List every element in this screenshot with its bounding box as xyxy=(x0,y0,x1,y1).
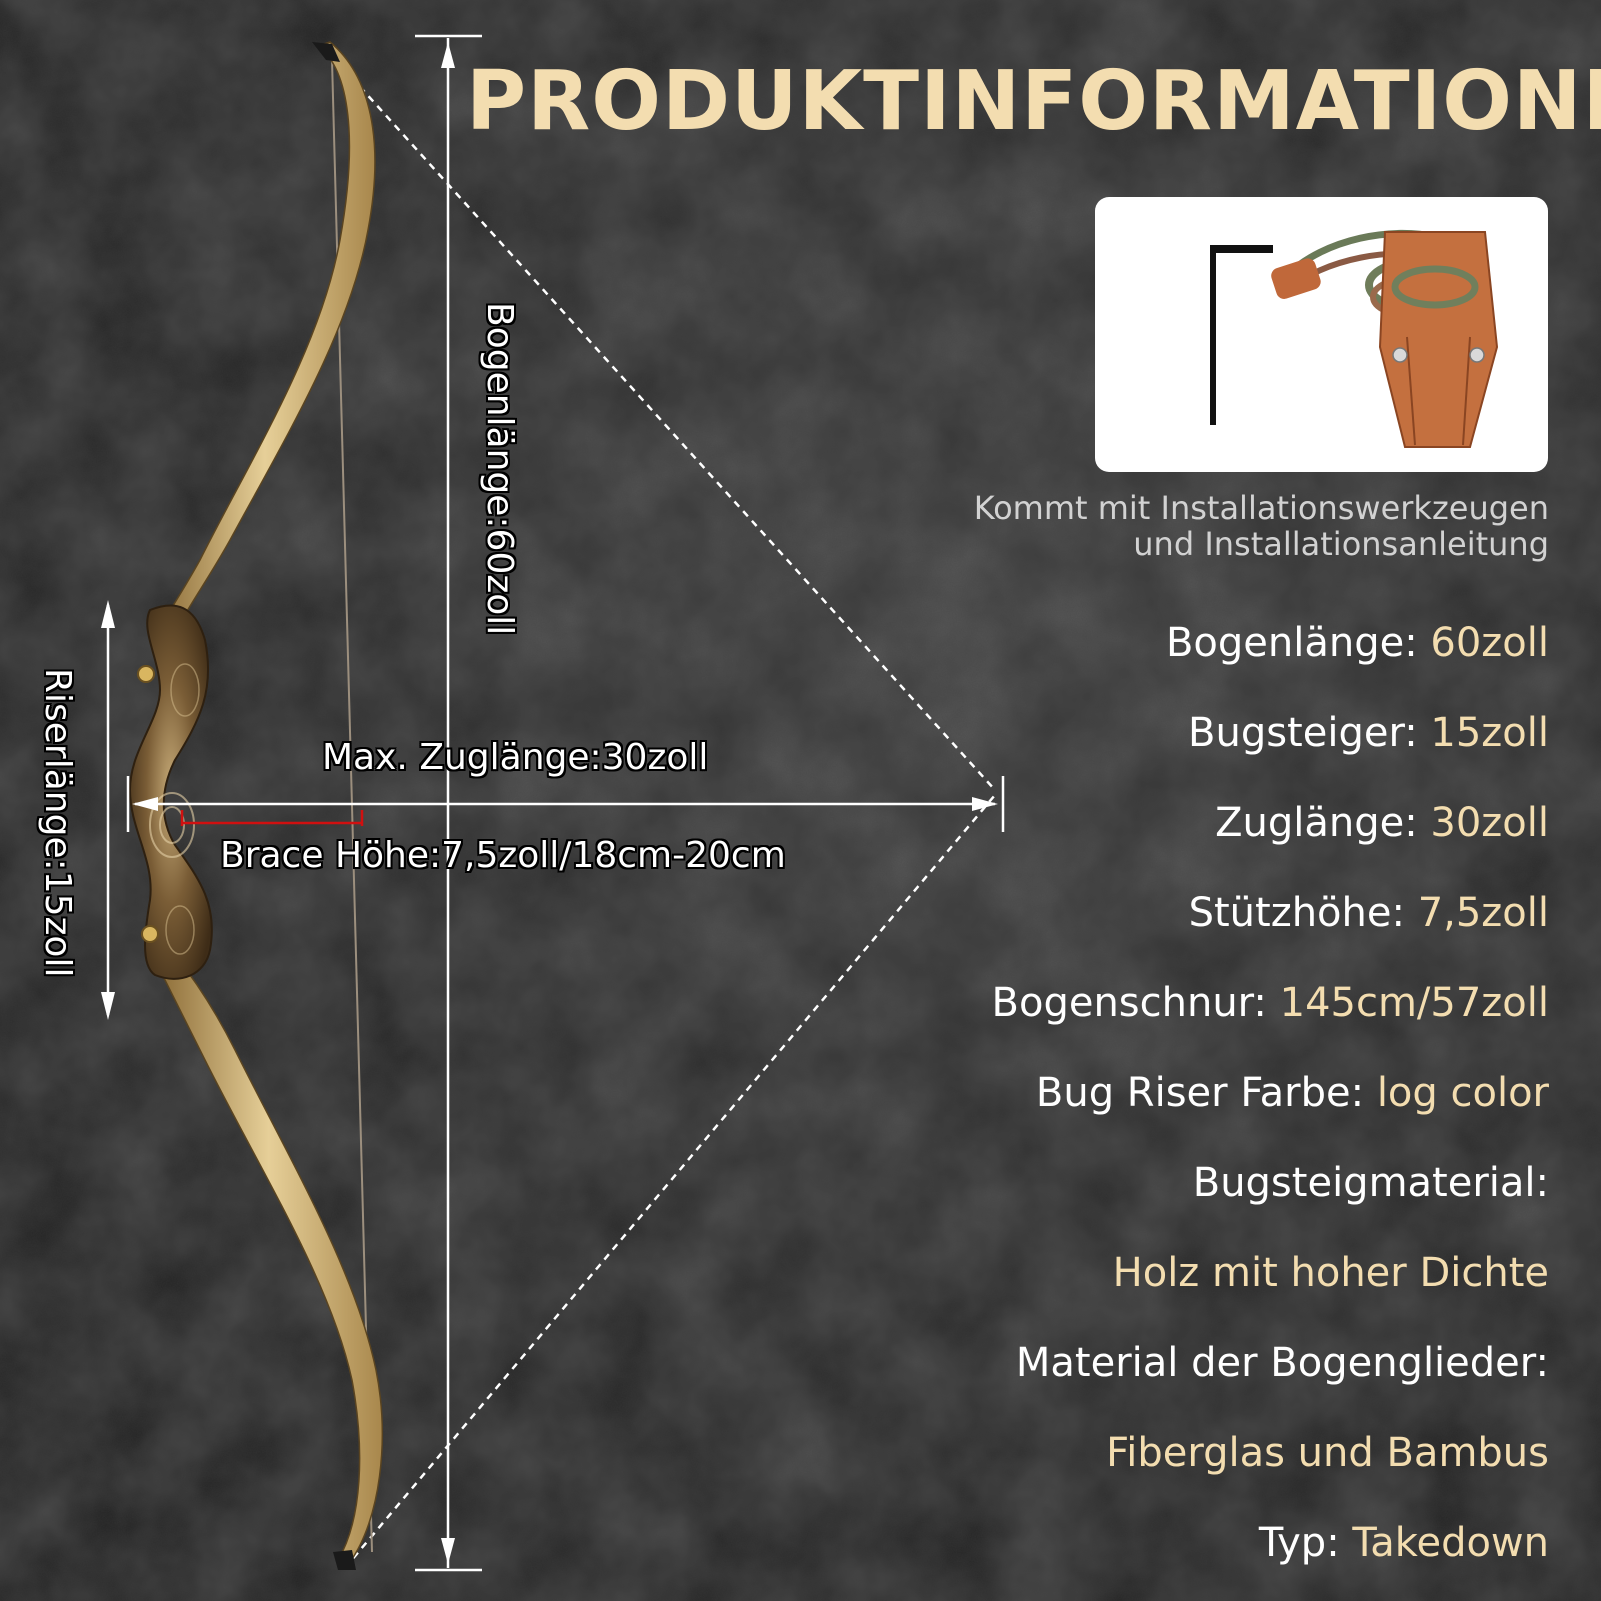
accessory-caption-line2: und Installationsanleitung xyxy=(1133,525,1549,563)
accessory-caption: Kommt mit Installationswerkzeugen und In… xyxy=(849,490,1549,562)
spec-riser-material-label: Bugsteigmaterial: xyxy=(1192,1160,1549,1206)
spec-limb-material-label: Material der Bogenglieder: xyxy=(1015,1340,1549,1386)
spec-value: 145cm/57zoll xyxy=(1279,980,1549,1026)
spec-row-riser-color: Bug Riser Farbe: log color xyxy=(749,1070,1549,1116)
spec-label: Bogenschnur: xyxy=(991,980,1280,1026)
spec-value: 7,5zoll xyxy=(1417,890,1549,936)
spec-row-bow-length: Bogenlänge: 60zoll xyxy=(749,620,1549,666)
lower-limb-tip xyxy=(333,1550,356,1570)
spec-row-riser: Bugsteiger: 15zoll xyxy=(749,710,1549,756)
page-title: PRODUKTINFORMATIONEN xyxy=(466,54,1601,149)
spec-value: log color xyxy=(1376,1070,1549,1116)
allen-wrench-icon xyxy=(1210,245,1273,425)
brace-height-label: Brace Höhe:7,5zoll/18cm-20cm xyxy=(220,835,786,876)
spec-limb-material-value: Fiberglas und Bambus xyxy=(1106,1430,1549,1476)
riser-bolt-bottom xyxy=(141,925,159,943)
lower-limb xyxy=(153,954,383,1563)
riser-length-label: Riserlänge:15zoll xyxy=(37,668,78,978)
spec-value: 30zoll xyxy=(1430,800,1549,846)
spec-value: 15zoll xyxy=(1430,710,1549,756)
spec-row-bowstring: Bogenschnur: 145cm/57zoll xyxy=(749,980,1549,1026)
upper-limb-tip xyxy=(312,42,340,62)
spec-label: Stützhöhe: xyxy=(1188,890,1418,936)
max-draw-label: Max. Zuglänge:30zoll xyxy=(322,737,709,778)
spec-row-type: Typ: Takedown xyxy=(749,1520,1549,1566)
upper-limb xyxy=(153,41,376,641)
bow-riser xyxy=(128,604,213,980)
spec-riser-material-value: Holz mit hoher Dichte xyxy=(1112,1250,1549,1296)
riser-bolt-top xyxy=(137,665,155,683)
spec-value: Takedown xyxy=(1352,1520,1549,1566)
bow-length-label: Bogenlänge:60zoll xyxy=(479,302,520,636)
spec-label: Bugsteiger: xyxy=(1188,710,1431,756)
dashed-line-top xyxy=(324,47,996,791)
spec-label: Zuglänge: xyxy=(1215,800,1431,846)
accessory-card xyxy=(1095,197,1548,472)
accessory-illustration xyxy=(1210,229,1499,448)
spec-label: Typ: xyxy=(1258,1520,1353,1566)
spec-label: Bug Riser Farbe: xyxy=(1035,1070,1377,1116)
spec-value: 60zoll xyxy=(1430,620,1549,666)
spec-label: Bogenlänge: xyxy=(1165,620,1431,666)
bow-stringer-icon xyxy=(1271,229,1499,448)
spec-row-brace-height: Stützhöhe: 7,5zoll xyxy=(749,890,1549,936)
accessory-caption-line1: Kommt mit Installationswerkzeugen xyxy=(973,489,1549,527)
spec-row-draw-length: Zuglänge: 30zoll xyxy=(749,800,1549,846)
